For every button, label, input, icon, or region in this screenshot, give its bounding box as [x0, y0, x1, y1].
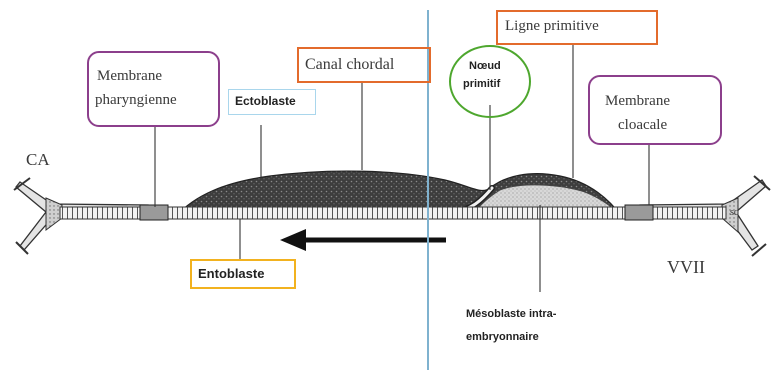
cloacal-membrane: [625, 205, 653, 220]
label-noeud-primitif-1: Nœud: [469, 58, 501, 75]
direction-arrow: [280, 229, 446, 251]
label-mesoblaste-2: embryonnaire: [466, 329, 539, 346]
label-entoblaste: Entoblaste: [198, 265, 264, 282]
label-membrane-cloacale-2: cloacale: [618, 116, 667, 135]
label-ca: CA: [26, 150, 50, 169]
label-membrane-cloacale-1: Membrane: [605, 92, 670, 111]
label-canal-chordal: Canal chordal: [305, 55, 394, 74]
label-membrane-pharyngienne-1: Membrane: [97, 67, 162, 86]
label-vvii: VVII: [667, 258, 705, 277]
label-membrane-pharyngienne-2: pharyngienne: [95, 91, 177, 110]
frame-membrane-pharyngienne: [87, 51, 220, 127]
pharyngeal-membrane: [140, 205, 168, 220]
label-sc: sc: [730, 203, 738, 222]
label-ligne-primitive: Ligne primitive: [505, 17, 599, 36]
label-ectoblaste: Ectoblaste: [235, 93, 296, 110]
label-noeud-primitif-2: primitif: [463, 76, 500, 93]
label-mesoblaste-1: Mésoblaste intra-: [466, 306, 556, 323]
